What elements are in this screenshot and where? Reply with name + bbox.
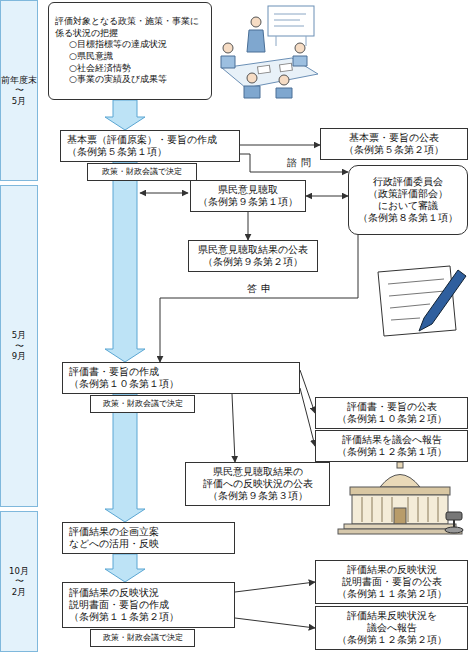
assembly-building-illustration-part	[338, 529, 462, 534]
meeting-illustration-part	[221, 56, 235, 68]
box-text: 評価書・要旨の作成 （条例第１０条第１項）	[69, 366, 181, 390]
box-text: 評価結果の反映状況 説明書面・要旨の公表 （条例第１１条第２項）	[336, 564, 448, 600]
process-box: 評価結果の反映状況 説明書面・要旨の作成 （条例第１１条第２項）	[62, 582, 235, 628]
box-text: 評価結果を議会へ報告 （条例第１２条第１項）	[336, 434, 448, 458]
box-text: 基本票（評価原案）・要旨の作成 （条例第５条第１項）	[67, 134, 219, 158]
box-text: 政策・財政会議で決定	[103, 399, 183, 409]
assembly-building-illustration-part	[446, 512, 462, 520]
box-text: ○県民意識	[69, 51, 113, 63]
connector	[235, 618, 315, 628]
box-text: ○目標指標等の達成状況	[69, 39, 167, 51]
box-text: 政策・財政会議で決定	[102, 167, 182, 177]
committee-box: 行政評価委員会 （政策評価部会） において審議 （条例第８条第１項）	[348, 165, 468, 235]
pen-and-paper-illustration	[378, 266, 466, 336]
decision-tag: 政策・財政会議で決定	[87, 163, 197, 181]
meeting-illustration-part	[258, 65, 271, 74]
connector	[300, 388, 315, 446]
box-text: 評価結果反映状況を 議会へ報告 （条例第１２条第２項）	[336, 610, 448, 646]
process-box: 基本票（評価原案）・要旨の作成 （条例第５条第１項）	[60, 130, 240, 162]
assembly-building-illustration-part	[352, 495, 448, 524]
connector	[248, 212, 249, 240]
meeting-illustration-part	[251, 17, 261, 27]
box-text: 行政評価委員会 （政策評価部会） において審議 （条例第８条第１項）	[357, 176, 459, 224]
decision-tag: 政策・財政会議で決定	[90, 629, 195, 647]
period-band: 10月 〜 2月	[0, 511, 38, 652]
survey-double-arrow-part	[140, 193, 188, 194]
flow-arrow	[105, 394, 145, 522]
publish-box: 県民意見聴取結果の 評価への反映状況の公表 （条例第９条第３項）	[185, 462, 330, 506]
period-band: 前年度末 〜 5月	[0, 0, 38, 181]
period-label: 10月 〜 2月	[8, 566, 30, 598]
box-text: 基本票・要旨の公表 （条例第５条第２項）	[343, 132, 445, 156]
report-box: 評価結果を議会へ報告 （条例第１２条第１項）	[315, 430, 468, 462]
meeting-illustration-part	[247, 30, 265, 52]
survey-double-arrow	[140, 193, 188, 194]
assembly-building-illustration-part	[397, 462, 403, 468]
meeting-illustration-part	[274, 14, 306, 46]
box-text: 評価結果の反映状況 説明書面・要旨の作成 （条例第１１条第２項）	[69, 587, 181, 623]
pen-and-paper-illustration-part	[419, 270, 466, 331]
decision-tag: 政策・財政会議で決定	[90, 395, 195, 413]
publish-box: 県民意見聴取結果の公表 （条例第９条第２項）	[188, 240, 318, 272]
process-box: 評価結果の企画立案 などへの活用・反映	[62, 522, 235, 554]
box-text: 評価対象となる政策・施策・事業に係る状況の把握	[55, 16, 205, 39]
edge-label: 諮 問	[285, 156, 312, 170]
assembly-building-illustration-part	[380, 475, 420, 488]
connector	[240, 145, 320, 146]
flow-arrow	[105, 554, 145, 582]
box-text: 県民意見聴取 （条例第９条第１項）	[197, 184, 299, 208]
edge-label: 答 申	[245, 282, 272, 296]
flow-arrow	[105, 100, 145, 130]
box-text: 県民意見聴取結果の公表 （条例第９条第２項）	[197, 244, 309, 268]
publish-box: 評価書・要旨の公表 （条例第１０条第２項）	[315, 397, 468, 429]
connector	[306, 196, 348, 197]
box-text: ○社会経済情勢	[69, 63, 131, 75]
status-box: 評価対象となる政策・施策・事業に係る状況の把握○目標指標等の達成状況○県民意識○…	[48, 2, 212, 100]
publish-box: 基本票・要旨の公表 （条例第５条第２項）	[320, 128, 468, 160]
connector	[235, 582, 315, 592]
period-label: 5月 〜 9月	[11, 330, 28, 362]
assembly-building-illustration-part	[344, 524, 456, 529]
meeting-illustration-part	[268, 6, 314, 36]
meeting-illustration-part	[280, 63, 293, 72]
period-label: 前年度末 〜 5月	[0, 75, 38, 107]
publish-box: 評価結果の反映状況 説明書面・要旨の公表 （条例第１１条第２項）	[315, 560, 468, 604]
connector	[300, 370, 315, 413]
report-box: 評価結果反映状況を 議会へ報告 （条例第１２条第２項）	[315, 606, 468, 650]
assembly-building-illustration-part	[394, 508, 406, 524]
process-box: 県民意見聴取 （条例第９条第１項）	[190, 180, 306, 212]
assembly-building-illustration-part	[350, 487, 450, 495]
meeting-illustration-part	[293, 56, 307, 66]
box-text: 評価書・要旨の公表 （条例第１０条第２項）	[336, 401, 448, 425]
meeting-illustration-part	[295, 43, 305, 53]
box-text: ○事業の実績及び成果等	[69, 74, 167, 86]
box-text: 評価結果の企画立案 などへの活用・反映	[69, 526, 161, 550]
meeting-illustration-part	[276, 88, 292, 98]
connector	[160, 235, 358, 362]
process-box: 評価書・要旨の作成 （条例第１０条第１項）	[62, 362, 300, 394]
period-band: 5月 〜 9月	[0, 185, 38, 507]
meeting-illustration-part	[244, 86, 260, 98]
box-text: 政策・財政会議で決定	[103, 633, 183, 643]
box-text: 県民意見聴取結果の 評価への反映状況の公表 （条例第９条第３項）	[202, 466, 314, 502]
meeting-illustration-part	[247, 73, 257, 83]
meeting-illustration-part	[279, 75, 289, 85]
meeting-illustration	[221, 6, 318, 98]
assembly-building-illustration	[338, 462, 463, 534]
meeting-illustration-part	[223, 43, 233, 53]
connector	[232, 394, 235, 462]
flow-arrow	[105, 162, 145, 362]
assembly-building-illustration-part	[445, 527, 463, 533]
